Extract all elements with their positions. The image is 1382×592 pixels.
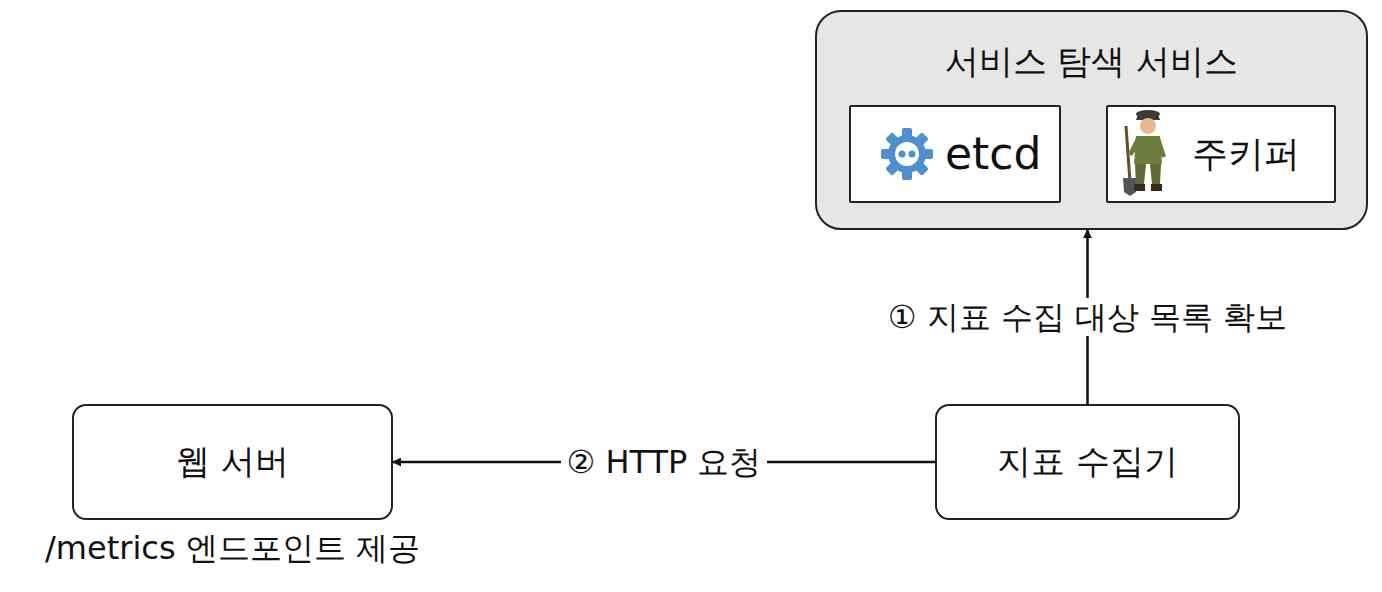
node-caption: /metrics 엔드포인트 제공 <box>45 530 420 567</box>
service-box: 주키퍼 <box>1106 105 1336 203</box>
node-label: etcd <box>945 129 1041 180</box>
group-title: 서비스 탐색 서비스 <box>817 12 1366 81</box>
node-label: 웹 서버 <box>176 442 289 481</box>
service-box: etcd <box>849 105 1061 203</box>
group-box: 서비스 탐색 서비스 etcd 주키퍼 <box>815 10 1368 230</box>
process-box: 지표 수집기 <box>935 404 1240 520</box>
node-label: 지표 수집기 <box>997 442 1178 481</box>
process-box: 웹 서버/metrics 엔드포인트 제공 <box>72 404 393 520</box>
node-label: 주키퍼 <box>1192 133 1300 174</box>
edge-label: ① 지표 수집 대상 목록 확보 <box>882 298 1294 336</box>
edge-label: ② HTTP 요청 <box>561 443 768 481</box>
